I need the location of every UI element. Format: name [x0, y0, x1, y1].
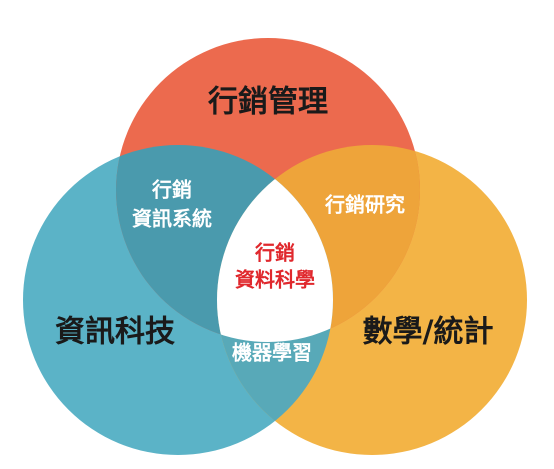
overlap-label-it-math: 機器學習 — [232, 341, 312, 365]
overlap-label-marketing-it-line1: 行銷 — [151, 178, 192, 202]
overlap-center — [217, 145, 333, 342]
set-label-it: 資訊科技 — [55, 315, 175, 350]
overlap-label-marketing-it-line2: 資訊系統 — [132, 207, 212, 231]
set-label-marketing: 行銷管理 — [207, 85, 328, 120]
set-label-math: 數學/統計 — [363, 315, 494, 350]
center-label-line1: 行銷 — [254, 241, 295, 265]
center-label-line2: 資料科學 — [235, 268, 315, 292]
overlap-label-marketing-math: 行銷研究 — [324, 193, 405, 217]
